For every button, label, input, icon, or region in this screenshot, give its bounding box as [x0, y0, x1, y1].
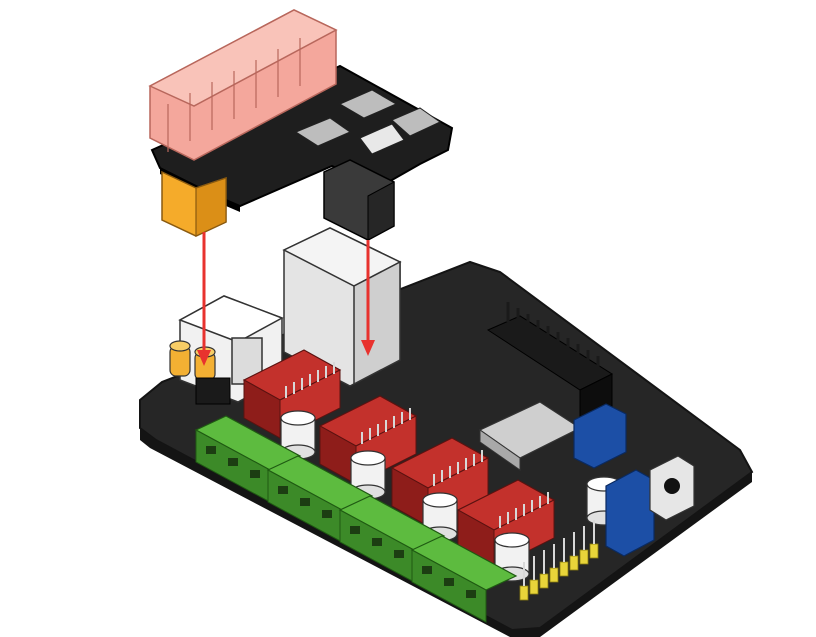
terminal-block-2	[266, 455, 374, 543]
expansion-power-connector	[161, 170, 227, 237]
yellow-pin	[559, 561, 569, 577]
terminal-block-1	[194, 415, 302, 503]
capacitor-1	[280, 410, 316, 460]
arrow-right-head	[361, 340, 375, 356]
yellow-pin	[539, 573, 549, 589]
terminal-block-4	[410, 535, 518, 623]
assembly-arrows	[197, 232, 375, 366]
capacitor-2	[350, 450, 386, 500]
power-switch	[195, 377, 231, 405]
heatsink	[148, 9, 338, 161]
reset-button	[649, 455, 695, 521]
yellow-pin	[589, 543, 599, 559]
terminal-block-group	[194, 415, 518, 623]
main-board-edge	[140, 428, 752, 637]
yellow-pin	[579, 549, 589, 565]
stepper-driver-2	[318, 395, 418, 485]
yellow-pin	[549, 567, 559, 583]
main-chip	[478, 401, 582, 471]
blue-jumpers	[573, 403, 655, 557]
yellow-pin	[569, 555, 579, 571]
arrow-left-head	[197, 350, 211, 366]
stepper-driver-group	[242, 349, 556, 569]
yellow-pin	[519, 585, 529, 601]
header-pin-row	[506, 302, 600, 376]
yellow-pin-header	[519, 520, 599, 601]
terminal-block-3	[338, 495, 446, 583]
yellow-pin	[529, 579, 539, 595]
expansion-pin-connector	[323, 159, 395, 241]
